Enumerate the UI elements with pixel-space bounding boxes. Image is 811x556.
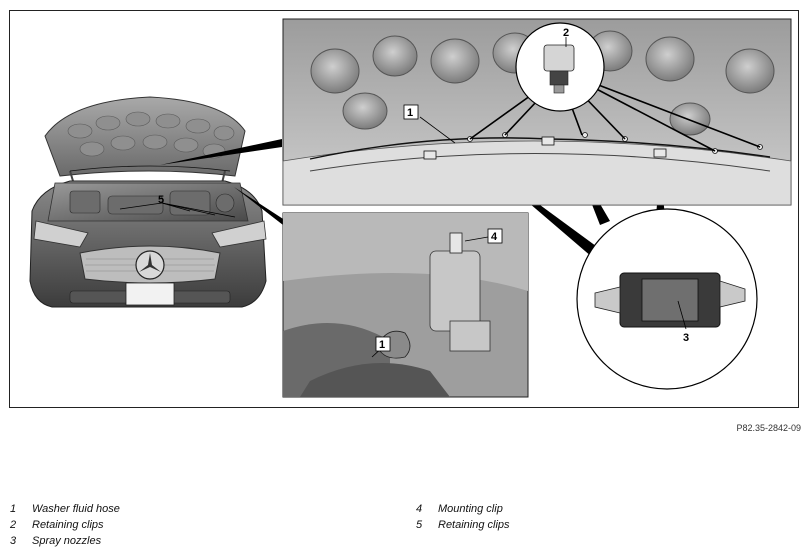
illustration-frame: 5	[9, 10, 799, 408]
detail-circle-clip: 2	[515, 22, 605, 112]
callout-5: 5	[158, 194, 164, 206]
detail-circle-nozzle: 3	[576, 208, 758, 390]
callout-3: 3	[683, 332, 689, 344]
callout-4: 4	[491, 231, 498, 243]
callout-2: 2	[563, 27, 569, 39]
legend-text: Retaining clips	[32, 519, 104, 531]
legend-text: Mounting clip	[438, 503, 503, 515]
legend-text: Retaining clips	[438, 519, 510, 531]
brand-emblem	[135, 250, 165, 280]
car-overview: 5	[29, 96, 267, 308]
legend-number: 5	[416, 519, 423, 531]
figure-reference: P82.35-2842-09	[736, 423, 801, 433]
legend-text: Spray nozzles	[32, 535, 102, 547]
legend-text: Washer fluid hose	[32, 503, 120, 515]
detail-panel-engine: 4 1	[282, 212, 529, 398]
legend-number: 2	[10, 519, 17, 531]
legend-number: 3	[10, 535, 17, 547]
callout-1-bottom: 1	[379, 339, 385, 351]
legend-number: 4	[416, 503, 423, 515]
callout-1-top: 1	[407, 107, 413, 119]
legend-number: 1	[10, 503, 17, 515]
illustration-artwork: 5	[29, 18, 792, 398]
